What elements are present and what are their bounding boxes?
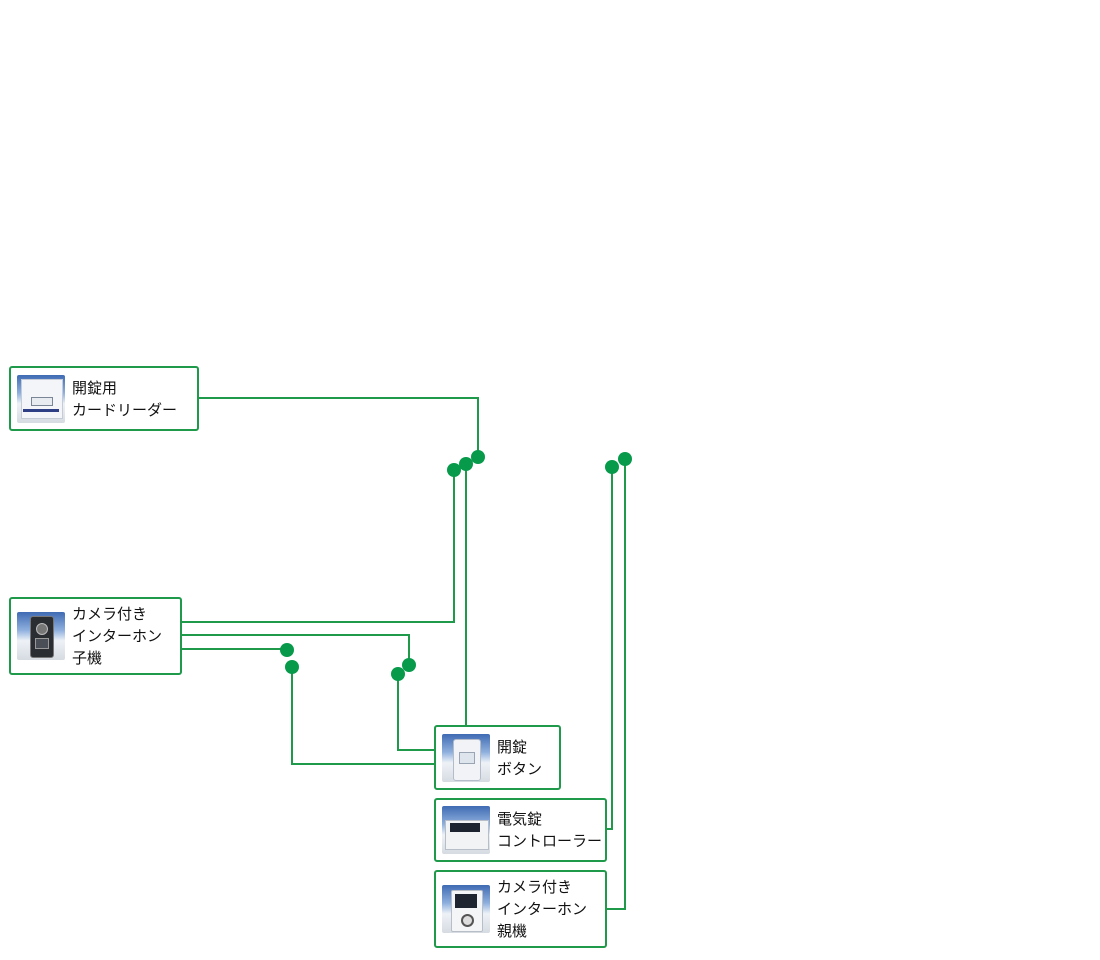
label-line: インターホン xyxy=(72,627,163,645)
connection-dot xyxy=(618,452,632,466)
label-line: インターホン xyxy=(497,900,588,918)
unlock-button-icon xyxy=(442,733,490,782)
node-label: 開錠用 カードリーダー xyxy=(72,377,177,421)
wire-camera-trunk xyxy=(182,470,455,623)
node-label: カメラ付き インターホン 親機 xyxy=(497,876,587,942)
wire-button-feed-a xyxy=(291,667,434,765)
connection-dot xyxy=(447,463,461,477)
label-line: カメラ付き xyxy=(497,878,573,896)
connection-dot xyxy=(471,450,485,464)
wire-camera-to-button-a xyxy=(182,634,410,665)
node-lock-controller[interactable]: 電気錠 コントローラー xyxy=(434,798,607,862)
wire-button-feed-b xyxy=(397,674,434,751)
label-line: ボタン xyxy=(497,759,543,778)
label-line: カードリーダー xyxy=(72,400,178,419)
label-line: 親機 xyxy=(497,922,528,940)
wire-card-reader xyxy=(199,397,479,457)
connection-dot xyxy=(402,658,416,672)
wire-controller xyxy=(607,467,613,830)
lock-controller-icon xyxy=(442,806,490,854)
label-line: 開錠 xyxy=(497,737,528,756)
intercom-monitor-icon xyxy=(442,885,490,933)
label-line: コントローラー xyxy=(497,832,603,850)
wire-monitor xyxy=(607,459,626,910)
connection-dot xyxy=(280,643,294,657)
connection-dot xyxy=(459,457,473,471)
node-label: 電気錠 コントローラー xyxy=(497,808,602,852)
label-line: カメラ付き xyxy=(72,605,148,623)
node-card-reader[interactable]: 開錠用 カードリーダー xyxy=(9,366,199,431)
node-label: カメラ付き インターホン 子機 xyxy=(72,603,162,669)
node-label: 開錠 ボタン xyxy=(497,736,542,780)
node-unlock-button[interactable]: 開錠 ボタン xyxy=(434,725,561,790)
connection-dot xyxy=(605,460,619,474)
node-door-camera[interactable]: カメラ付き インターホン 子機 xyxy=(9,597,182,675)
connection-dot xyxy=(285,660,299,674)
node-master-monitor[interactable]: カメラ付き インターホン 親機 xyxy=(434,870,607,948)
label-line: 電気錠 xyxy=(497,810,543,828)
card-reader-icon xyxy=(17,374,65,423)
connection-dot xyxy=(391,667,405,681)
camera-door-station-icon xyxy=(17,612,65,660)
label-line: 子機 xyxy=(72,649,103,667)
label-line: 開錠用 xyxy=(72,378,118,397)
